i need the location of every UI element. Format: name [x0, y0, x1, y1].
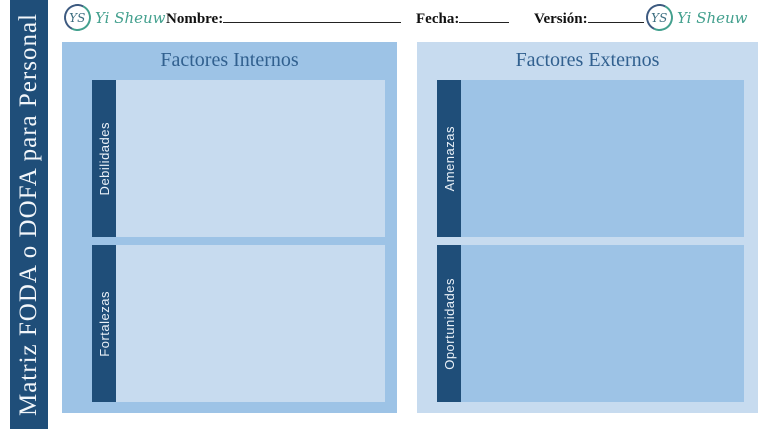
brand-logo-right: YS Yi Sheuw	[642, 0, 748, 35]
brand-logo-left: YS Yi Sheuw	[60, 0, 166, 35]
amenazas-label: Amenazas	[441, 125, 457, 192]
panel-title-externos: Factores Externos	[515, 49, 660, 71]
version-field: Versión:	[534, 10, 644, 28]
debilidades-content-area[interactable]	[116, 80, 385, 237]
oportunidades-label: Oportunidades	[441, 277, 457, 370]
brand-monogram-icon: YS	[60, 0, 95, 35]
brand-script-text: Yi Sheuw	[95, 8, 166, 27]
amenazas-content-area[interactable]	[461, 80, 744, 237]
sidebar-title-bar: Matriz FODA o DOFA para Personal	[10, 0, 48, 429]
brand-initials: YS	[69, 10, 86, 25]
sections-externos: Amenazas Oportunidades	[437, 80, 744, 402]
panel-title-internos: Factores Internos	[160, 49, 299, 71]
debilidades-label: Debilidades	[96, 121, 112, 196]
amenazas-tab: Amenazas	[437, 80, 461, 237]
nombre-fill-line[interactable]	[223, 10, 402, 23]
fecha-label: Fecha:	[416, 11, 460, 27]
version-fill-line[interactable]	[587, 10, 644, 23]
nombre-field: Nombre:	[166, 10, 402, 28]
fortalezas-tab: Fortalezas	[92, 245, 116, 402]
page-title: Matriz FODA o DOFA para Personal	[15, 12, 42, 417]
brand-initials: YS	[651, 10, 668, 25]
nombre-label: Nombre:	[166, 11, 224, 27]
section-fortalezas: Fortalezas	[92, 245, 385, 402]
brand-script-text: Yi Sheuw	[677, 8, 748, 27]
section-oportunidades: Oportunidades	[437, 245, 744, 402]
oportunidades-content-area[interactable]	[461, 245, 744, 402]
panel-factores-internos: Factores Internos Debilidades Fortalezas	[62, 42, 397, 413]
section-amenazas: Amenazas	[437, 80, 744, 237]
panel-factores-externos: Factores Externos Amenazas Oportunidades	[417, 42, 758, 413]
fortalezas-label: Fortalezas	[96, 290, 112, 357]
fecha-field: Fecha:	[416, 10, 510, 28]
fecha-fill-line[interactable]	[459, 10, 510, 23]
debilidades-tab: Debilidades	[92, 80, 116, 237]
section-debilidades: Debilidades	[92, 80, 385, 237]
sections-internos: Debilidades Fortalezas	[92, 80, 385, 402]
version-label: Versión:	[534, 11, 588, 27]
fortalezas-content-area[interactable]	[116, 245, 385, 402]
header: YS Yi Sheuw Nombre: Fecha: Versión: YS Y…	[60, 0, 768, 40]
oportunidades-tab: Oportunidades	[437, 245, 461, 402]
brand-monogram-icon: YS	[642, 0, 677, 35]
